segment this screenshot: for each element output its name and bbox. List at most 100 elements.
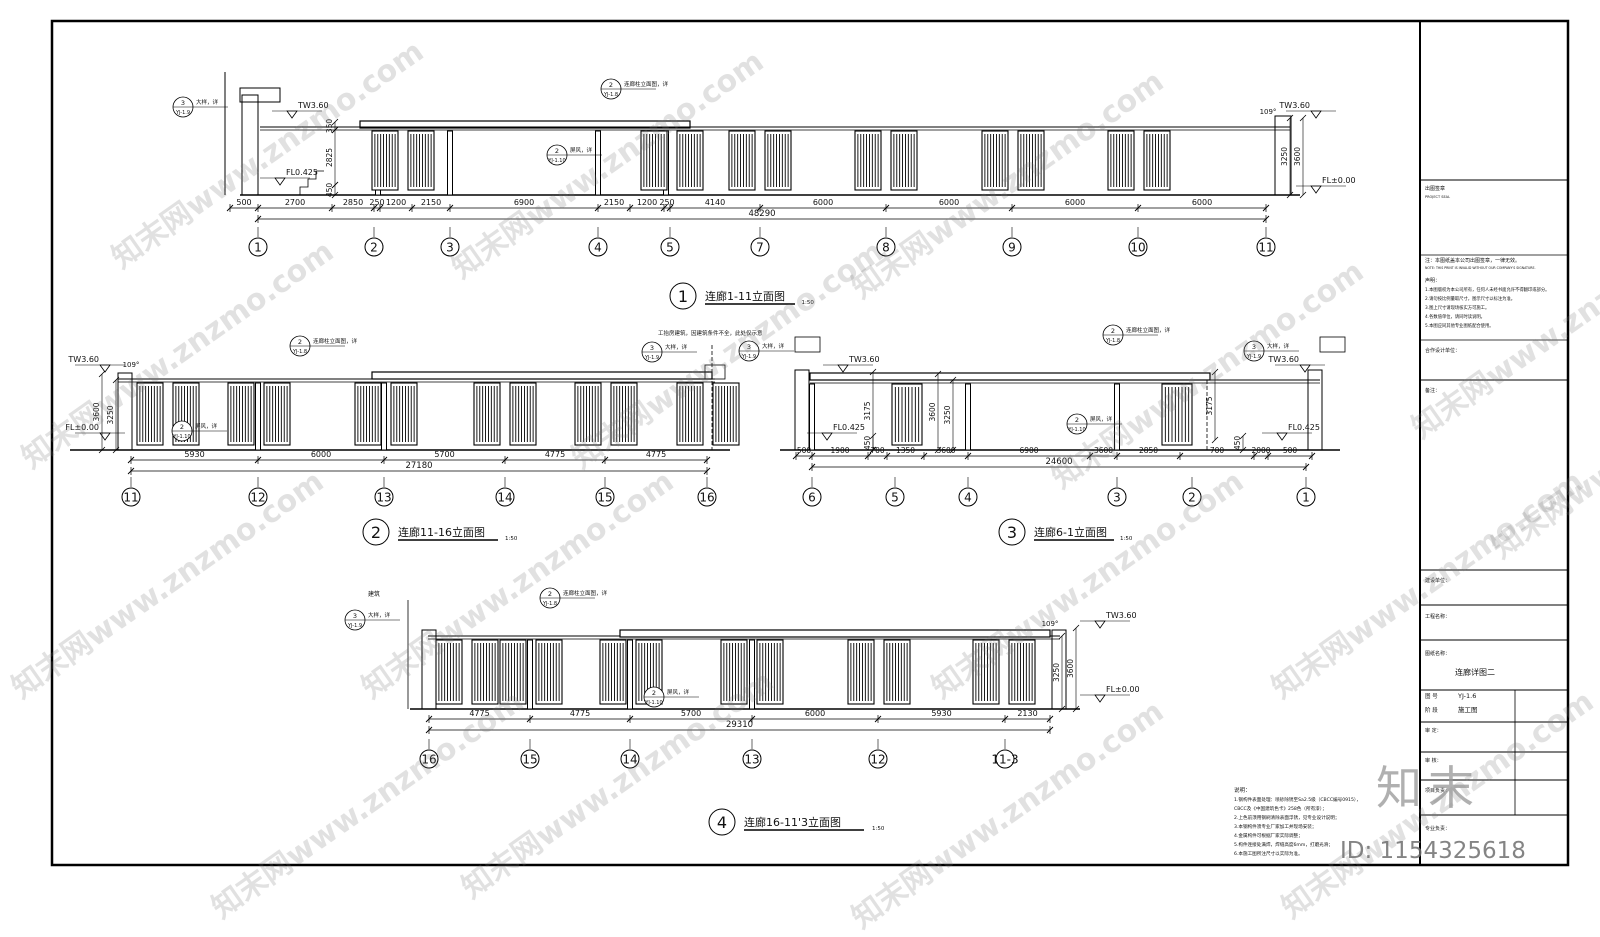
screen-panel bbox=[640, 130, 668, 191]
view-scale: 1:50 bbox=[872, 826, 885, 832]
dimension-value: 6000 bbox=[813, 198, 833, 207]
dimension-slash bbox=[869, 432, 877, 440]
dimension-slash bbox=[112, 446, 120, 454]
construction-company-label: 建设单位： bbox=[1425, 577, 1450, 584]
dimension-slash bbox=[1086, 452, 1094, 460]
dimension-slash bbox=[964, 452, 972, 460]
dimension-slash bbox=[112, 376, 120, 384]
view-title: 连廊6-1立面图 bbox=[1034, 525, 1107, 539]
level-marker bbox=[1094, 620, 1106, 629]
note-line: 4.金属构件可根据厂家实际调整； bbox=[1234, 832, 1303, 839]
screen-panel bbox=[407, 130, 435, 191]
view-number-circle bbox=[362, 518, 390, 546]
dimension-slash bbox=[882, 204, 890, 212]
column-post bbox=[447, 130, 453, 196]
callout-sheet: YJ-1.10 bbox=[172, 434, 190, 440]
callout-text: 连廊柱立面图，详 bbox=[624, 80, 669, 88]
statement-line: 5.本图应同其他专业图纸配合使用。 bbox=[1425, 322, 1494, 329]
dimension-value: 2150 bbox=[604, 198, 624, 207]
dimension-slash bbox=[1046, 715, 1054, 723]
dimension-slash bbox=[1239, 432, 1247, 440]
dimension-slash bbox=[1286, 114, 1294, 122]
axis-label: 15 bbox=[597, 491, 612, 505]
screen-panel bbox=[227, 382, 255, 446]
dimension-slash bbox=[328, 204, 336, 212]
dimension-slash bbox=[1058, 705, 1066, 713]
axis-bubble bbox=[419, 749, 439, 769]
seal-title-en: PROJECT SEAL bbox=[1425, 195, 1450, 199]
screen-panel bbox=[390, 382, 418, 446]
dimension-slash bbox=[380, 456, 388, 464]
dimension-value: 5700 bbox=[681, 709, 701, 718]
dimension-slash bbox=[376, 204, 384, 212]
building-note: 工抬房建筑，因建筑条件不全，此处仅示意 bbox=[658, 329, 763, 337]
leader-label: 项目负责： bbox=[1425, 787, 1450, 794]
statement-line: 2.请勿按比例量取尺寸，图示尺寸以标注为准。 bbox=[1425, 295, 1515, 302]
roof-beam-front bbox=[809, 372, 1211, 381]
dimension-value: 6000 bbox=[1192, 198, 1212, 207]
dimension-value: 4775 bbox=[646, 450, 666, 459]
axis-label: 16 bbox=[699, 491, 714, 505]
screen-panel bbox=[574, 382, 602, 446]
callout-number: 3 bbox=[353, 612, 357, 620]
note-line: 3.本钢构件须专业厂家加工并现场安装； bbox=[1234, 823, 1316, 830]
note-line: CBCC及《中国建筑色卡》258色（所有漆）； bbox=[1234, 805, 1327, 812]
axis-bubble bbox=[440, 237, 460, 257]
screen-panel bbox=[471, 639, 499, 705]
dimension-slash bbox=[1113, 452, 1121, 460]
vertical-dimension-value: 450 bbox=[1233, 436, 1242, 451]
dimension-value: 2850 bbox=[1139, 446, 1158, 455]
axis-label: 14 bbox=[497, 491, 512, 505]
axis-label: 4 bbox=[594, 241, 602, 255]
level-label: FL0.425 bbox=[286, 168, 318, 177]
callout-sheet: YJ-1.10 bbox=[547, 158, 565, 164]
drawing-title-label: 图纸名称： bbox=[1425, 650, 1450, 657]
remarks-label: 备注： bbox=[1425, 387, 1440, 394]
dimension-value: 3600 bbox=[936, 446, 955, 455]
dimension-slash bbox=[1046, 726, 1054, 734]
callout-sheet: YJ-1.9 bbox=[1246, 354, 1261, 360]
callout-number: 3 bbox=[747, 343, 751, 351]
axis-label: 11 bbox=[1258, 241, 1273, 255]
dimension-slash bbox=[370, 204, 378, 212]
axis-label: 12 bbox=[870, 753, 885, 767]
dimension-value: 500 bbox=[1283, 446, 1298, 455]
dimension-slash bbox=[808, 452, 816, 460]
dimension-value: 4775 bbox=[570, 709, 590, 718]
dimension-value: 5700 bbox=[434, 450, 454, 459]
screen-panel bbox=[1161, 383, 1193, 446]
dimension-value: 500 bbox=[236, 198, 251, 207]
callout-number: 3 bbox=[181, 99, 185, 107]
callout-text: 大样，详 bbox=[196, 98, 219, 106]
column-post bbox=[627, 639, 633, 710]
total-dimension-value: 48290 bbox=[748, 209, 775, 219]
view-scale: 1:50 bbox=[505, 536, 518, 542]
level-marker bbox=[1276, 432, 1288, 441]
dimension-slash bbox=[703, 467, 711, 475]
screen-panel bbox=[509, 382, 537, 446]
vertical-dimension-value: 450 bbox=[863, 436, 872, 451]
axis-bubble bbox=[374, 487, 394, 507]
dimension-value: 6900 bbox=[1019, 446, 1038, 455]
vertical-dimension-value: 3175 bbox=[863, 401, 872, 420]
level-label: TW3.60 bbox=[67, 355, 99, 364]
axis-bubble bbox=[876, 237, 896, 257]
axis-label: 6 bbox=[808, 491, 816, 505]
column-post bbox=[1114, 383, 1120, 451]
screen-panel bbox=[263, 382, 291, 446]
dimension-slash bbox=[1072, 705, 1080, 713]
dimension-slash bbox=[869, 368, 877, 376]
callout-text: 大样，详 bbox=[665, 343, 688, 351]
vertical-dimension-value: 450 bbox=[325, 183, 334, 198]
view-title: 连廊11-16立面图 bbox=[398, 525, 485, 539]
dimension-value: 6000 bbox=[311, 450, 331, 459]
note-line: 5.构件连接处满焊，焊缝高度6mm，打磨光滑； bbox=[1234, 841, 1333, 848]
dimension-slash bbox=[127, 456, 135, 464]
vertical-dimension-value: 3250 bbox=[1052, 663, 1061, 682]
level-label: TW3.60 bbox=[1105, 611, 1137, 620]
left-wall bbox=[117, 372, 133, 451]
dimension-slash bbox=[1211, 436, 1219, 444]
screen-panel bbox=[981, 130, 1009, 191]
screen-panel bbox=[1017, 130, 1045, 191]
axis-bubble bbox=[364, 237, 384, 257]
